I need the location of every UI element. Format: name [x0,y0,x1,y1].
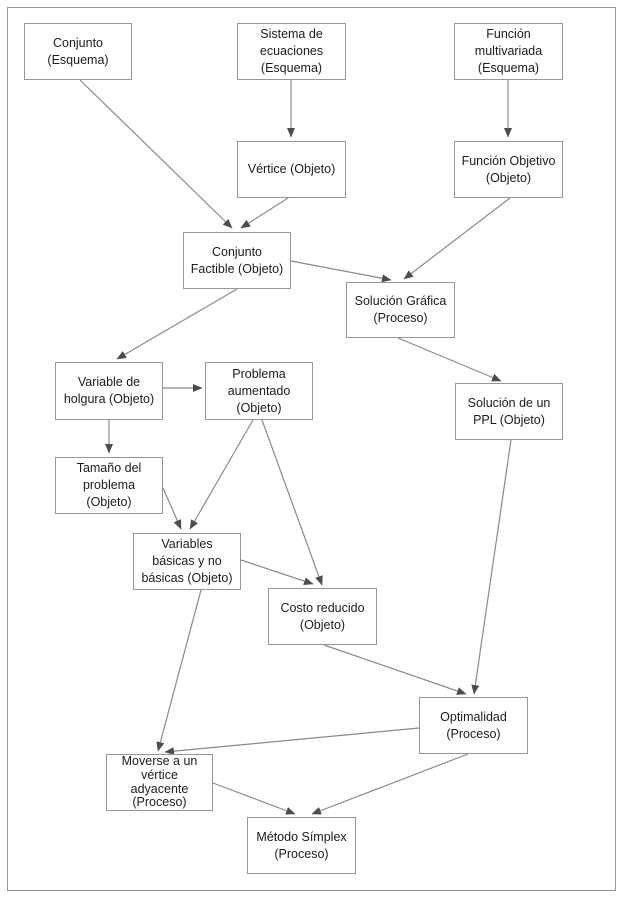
node-vertice: Vértice (Objeto) [237,141,346,198]
edge-problema_aumentado-to-costo_reducido [261,419,323,586]
edge-optimalidad-to-moverse_vertice [164,727,420,756]
node-label: Problema aumentado (Objeto) [227,366,291,415]
node-variable-holgura: Variable de holgura (Objeto) [55,362,163,420]
node-label: Variables básicas y no básicas (Objeto) [141,537,233,585]
node-funcion-objetivo: Función Objetivo (Objeto) [454,141,563,198]
edge-conjunto_factible-to-solucion_grafica [290,260,392,283]
node-variables-basicas: Variables básicas y no básicas (Objeto) [133,533,241,590]
node-label: Costo reducido (Objeto) [280,600,365,632]
node-label: Método Símplex (Proceso) [256,829,347,861]
edge-variables_basicas-to-costo_reducido [240,559,314,585]
node-funcion-multivariada: Función multivariada (Esquema) [454,23,563,80]
node-label: Conjunto (Esquema) [47,35,109,67]
node-label: Vértice (Objeto) [247,162,336,176]
node-label: Conjunto Factible (Objeto) [190,244,284,276]
edge-costo_reducido-to-optimalidad [323,644,467,695]
node-label: Tamaño del problema (Objeto) [76,461,142,509]
edge-funcion_objetivo-to-solucion_grafica [403,197,511,280]
node-sistema-ecuaciones: Sistema de ecuaciones (Esquema) [237,23,346,80]
edge-solucion_ppl-to-optimalidad [471,439,512,695]
node-problema-aumentado: Problema aumentado (Objeto) [205,362,313,420]
node-optimalidad: Optimalidad (Proceso) [419,697,528,754]
node-label: Solución Gráfica (Proceso) [354,294,447,325]
node-label: Variable de holgura (Objeto) [63,375,155,406]
node-label: Solución de un PPL (Objeto) [467,395,551,427]
edge-vertice-to-conjunto_factible [240,197,289,229]
edge-tamano_problema-to-variables_basicas [162,487,182,530]
node-label: Moverse a un vértice adyacente (Proceso) [121,753,198,810]
node-tamano-problema: Tamaño del problema (Objeto) [55,457,163,514]
node-label: Función Objetivo (Objeto) [461,153,556,185]
node-solucion-grafica: Solución Gráfica (Proceso) [346,282,455,338]
edge-solucion_grafica-to-solucion_ppl [397,337,502,382]
edge-problema_aumentado-to-variables_basicas [189,419,254,530]
node-solucion-ppl: Solución de un PPL (Objeto) [455,383,563,440]
edge-variables_basicas-to-moverse_vertice [156,589,202,752]
edge-conjunto_factible-to-variable_holgura [116,288,238,360]
node-label: Optimalidad (Proceso) [440,709,507,741]
node-metodo-simplex: Método Símplex (Proceso) [247,817,356,874]
node-conjunto-factible: Conjunto Factible (Objeto) [183,232,291,289]
node-costo-reducido: Costo reducido (Objeto) [268,588,377,645]
node-label: Función multivariada (Esquema) [474,27,543,75]
node-label: Sistema de ecuaciones (Esquema) [259,27,324,75]
edge-conjunto-to-conjunto_factible [79,79,233,229]
node-moverse-vertice: Moverse a un vértice adyacente (Proceso) [106,754,213,811]
node-conjunto: Conjunto (Esquema) [24,23,132,80]
edge-moverse_vertice-to-metodo_simplex [212,782,296,815]
edge-optimalidad-to-metodo_simplex [311,753,469,815]
diagram-border [7,7,616,891]
